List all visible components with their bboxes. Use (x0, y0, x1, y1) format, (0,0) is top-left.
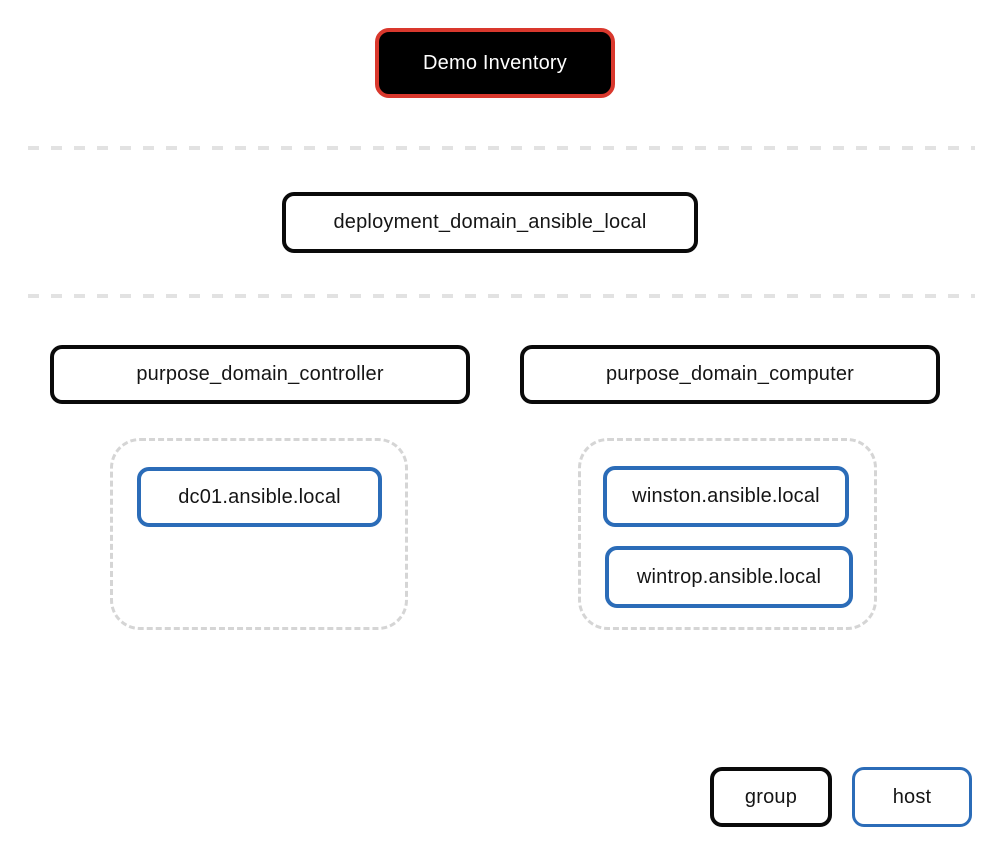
host-node-wintrop: wintrop.ansible.local (605, 546, 853, 608)
host-container-controller (110, 438, 408, 630)
legend-group-swatch: group (710, 767, 832, 827)
inventory-root-node: Demo Inventory (375, 28, 615, 98)
legend-host-swatch: host (852, 767, 972, 827)
legend-host-label: host (892, 785, 932, 808)
group-label-purpose-domain-controller: purpose_domain_controller (136, 363, 384, 385)
group-node-purpose-domain-controller: purpose_domain_controller (50, 345, 470, 404)
tier-separator-1 (28, 146, 975, 150)
group-label-purpose-domain-computer: purpose_domain_computer (605, 363, 855, 385)
host-container-computer (578, 438, 877, 630)
host-label-winston: winston.ansible.local (632, 485, 820, 507)
host-label-dc01: dc01.ansible.local (178, 485, 341, 508)
host-node-dc01: dc01.ansible.local (137, 467, 382, 527)
host-node-winston: winston.ansible.local (603, 466, 849, 527)
host-label-wintrop: wintrop.ansible.local (636, 565, 822, 588)
group-label-deployment-domain: deployment_domain_ansible_local (333, 211, 647, 233)
inventory-root-label: Demo Inventory (423, 51, 567, 74)
group-node-purpose-domain-computer: purpose_domain_computer (520, 345, 940, 404)
group-node-deployment-domain: deployment_domain_ansible_local (282, 192, 698, 253)
tier-separator-2 (28, 294, 975, 298)
legend-group-label: group (744, 785, 798, 808)
